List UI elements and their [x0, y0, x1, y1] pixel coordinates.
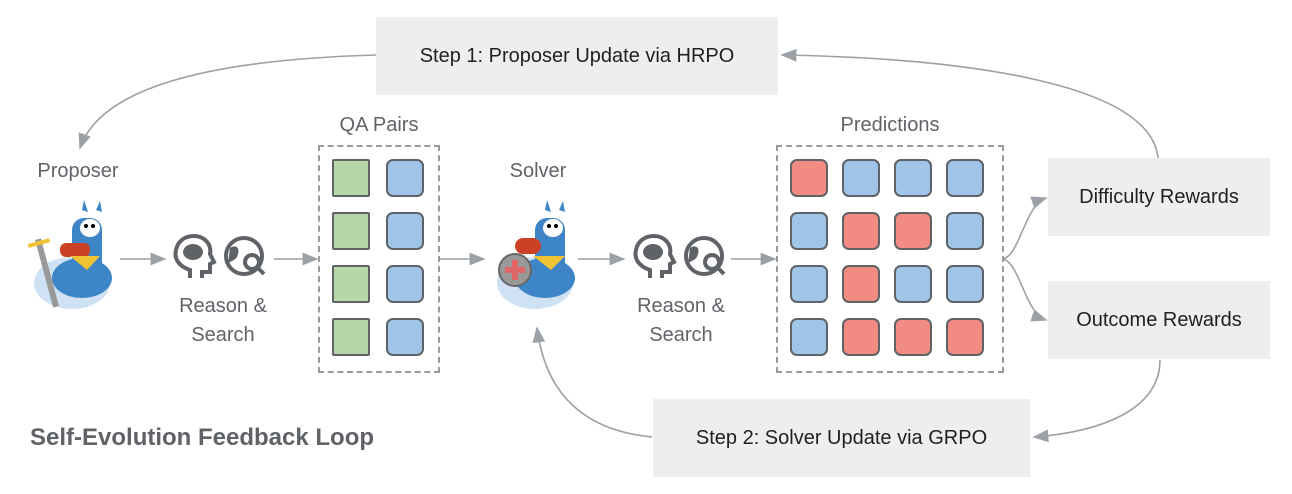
- qa-cell-green: [332, 159, 370, 197]
- qa-pairs-container: [318, 145, 440, 373]
- qa-cell-blue: [386, 159, 424, 197]
- proposer-alpaca-icon: [27, 200, 112, 309]
- arrow-predictions-to-outcome: [1002, 258, 1048, 322]
- prediction-cell-red: [946, 318, 984, 356]
- prediction-cell-red: [790, 159, 828, 197]
- arrow-step1-to-proposer: [78, 54, 377, 150]
- globe-search-icon: [224, 236, 266, 276]
- prediction-cell-blue: [946, 265, 984, 303]
- reason-search-icons-2: [628, 233, 734, 280]
- outcome-rewards-box: Outcome Rewards: [1048, 281, 1270, 359]
- prediction-cell-blue: [790, 318, 828, 356]
- prediction-cell-red: [894, 318, 932, 356]
- head-brain-icon: [633, 233, 677, 278]
- qa-cell-green: [332, 318, 370, 356]
- arrow-predictions-to-difficulty: [1002, 196, 1048, 260]
- step1-box: Step 1: Proposer Update via HRPO: [376, 17, 778, 95]
- predictions-label: Predictions: [840, 114, 940, 136]
- prediction-cell-blue: [894, 159, 932, 197]
- qa-cell-blue: [386, 212, 424, 250]
- qa-pairs-label: QA Pairs: [339, 114, 419, 136]
- prediction-cell-red: [842, 318, 880, 356]
- arrow-step2-to-solver: [532, 326, 653, 438]
- arrow-outcome-to-step2: [1032, 359, 1161, 443]
- head-brain-icon: [173, 233, 217, 278]
- prediction-cell-red: [842, 212, 880, 250]
- prediction-cell-blue: [842, 159, 880, 197]
- step2-box: Step 2: Solver Update via GRPO: [653, 399, 1030, 477]
- prediction-cell-blue: [946, 159, 984, 197]
- prediction-cell-blue: [790, 212, 828, 250]
- qa-cell-green: [332, 212, 370, 250]
- qa-cell-green: [332, 265, 370, 303]
- prediction-cell-blue: [894, 265, 932, 303]
- prediction-cell-red: [842, 265, 880, 303]
- solver-label: Solver: [509, 160, 567, 182]
- prediction-cell-red: [894, 212, 932, 250]
- proposer-label: Proposer: [37, 160, 119, 182]
- qa-cell-blue: [386, 318, 424, 356]
- qa-cell-blue: [386, 265, 424, 303]
- difficulty-rewards-box: Difficulty Rewards: [1048, 158, 1270, 236]
- reason-search-label-1: Reason & Search: [179, 295, 267, 346]
- arrow-difficulty-to-step1: [780, 48, 1159, 159]
- prediction-cell-blue: [946, 212, 984, 250]
- diagram-title: Self-Evolution Feedback Loop: [30, 424, 375, 451]
- prediction-cell-blue: [790, 265, 828, 303]
- reason-search-label-2: Reason & Search: [637, 295, 725, 346]
- predictions-container: [776, 145, 1004, 373]
- globe-search-icon: [684, 236, 726, 276]
- solver-alpaca-icon: [497, 200, 575, 309]
- reason-search-icons-1: [168, 233, 274, 280]
